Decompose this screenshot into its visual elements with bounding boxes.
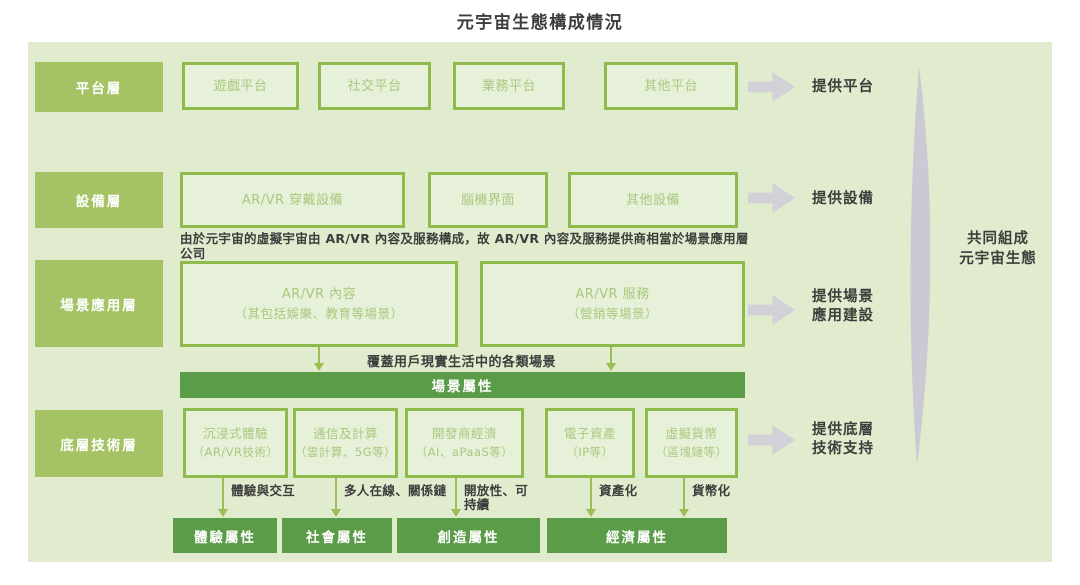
digital-asset-subtitle: （IP等） bbox=[566, 445, 614, 459]
digital-asset-box: 電子資產 （IP等） bbox=[545, 408, 635, 478]
down-connector-line bbox=[455, 478, 457, 509]
down-connector-line bbox=[683, 478, 685, 509]
connector-label-social: 多人在線、關係鏈 bbox=[344, 483, 447, 498]
arvr-content-subtitle: （其包括娛樂、教育等場景） bbox=[234, 306, 404, 321]
down-arrow-icon bbox=[331, 509, 341, 517]
immersive-experience-box: 沉浸式體驗 （AR/VR技術） bbox=[183, 408, 288, 478]
down-arrow-icon bbox=[606, 363, 616, 371]
platform-result-text: 提供平台 bbox=[812, 79, 874, 95]
platform-layer-label: 平台層 bbox=[35, 62, 163, 112]
developer-economy-subtitle: （AI、aPaaS等） bbox=[415, 445, 514, 459]
tech-layer-label: 底層技術層 bbox=[35, 410, 163, 477]
virtual-currency-title: 虛擬貨幣 bbox=[665, 426, 718, 441]
communication-computing-title: 通信及計算 bbox=[312, 426, 378, 441]
creation-attribute-bar: 創造屬性 bbox=[397, 518, 540, 553]
scene-result-text: 提供場景 應用建設 bbox=[812, 288, 874, 326]
down-arrow-icon bbox=[679, 509, 689, 517]
down-arrow-icon bbox=[451, 509, 461, 517]
social-platform-box: 社交平台 bbox=[318, 62, 431, 110]
connector-label-assetization: 資產化 bbox=[599, 483, 638, 498]
arvr-content-box: AR/VR 內容 （其包括娛樂、教育等場景） bbox=[180, 261, 458, 347]
virtual-currency-subtitle: （區塊鏈等） bbox=[655, 445, 728, 459]
economic-attribute-bar: 經濟屬性 bbox=[547, 518, 727, 553]
right-summary-line2: 元宇宙生態 bbox=[959, 251, 1037, 267]
arvr-service-title: AR/VR 服務 bbox=[575, 287, 650, 302]
right-summary-line1: 共同組成 bbox=[967, 231, 1029, 247]
arvr-note-line2: 公司 bbox=[180, 246, 206, 261]
arvr-service-box: AR/VR 服務 （營銷等場景） bbox=[480, 261, 745, 347]
down-connector-line bbox=[610, 347, 612, 363]
business-platform-box: 業務平台 bbox=[453, 62, 565, 110]
tech-result-line1: 提供底層 bbox=[812, 422, 874, 438]
developer-economy-box: 開發商經濟 （AI、aPaaS等） bbox=[405, 408, 524, 478]
other-device-box: 其他設備 bbox=[568, 172, 738, 228]
other-platform-box: 其他平台 bbox=[604, 62, 738, 110]
communication-computing-subtitle: （雲計算、5G等） bbox=[294, 445, 397, 459]
connector-label-monetization: 貨幣化 bbox=[692, 483, 731, 498]
coverage-note: 覆蓋用戶現實生活中的各類場景 bbox=[367, 355, 557, 370]
game-platform-box: 遊戲平台 bbox=[182, 62, 299, 110]
down-connector-line bbox=[222, 478, 224, 509]
social-attribute-bar: 社會屬性 bbox=[282, 518, 392, 553]
arvr-note: 由於元宇宙的虛擬宇宙由 AR/VR 內容及服務構成，故 AR/VR 內容及服務提… bbox=[180, 231, 760, 261]
digital-asset-title: 電子資產 bbox=[563, 426, 616, 441]
immersive-experience-title: 沉浸式體驗 bbox=[202, 426, 268, 441]
scene-result-line1: 提供場景 bbox=[812, 289, 874, 305]
diagram-title: 元宇宙生態構成情況 bbox=[456, 13, 624, 33]
down-connector-line bbox=[318, 347, 320, 363]
arvr-content-title: AR/VR 內容 bbox=[281, 287, 357, 302]
connector-label-openness: 開放性、可持續 bbox=[464, 483, 529, 512]
down-arrow-icon bbox=[218, 509, 228, 517]
down-connector-line bbox=[590, 478, 592, 509]
scene-result-line2: 應用建設 bbox=[812, 308, 874, 324]
device-layer-label: 設備層 bbox=[35, 172, 163, 228]
down-arrow-icon bbox=[586, 509, 596, 517]
brain-computer-interface-box: 腦機界面 bbox=[428, 172, 548, 228]
connector-label-experience: 體驗與交互 bbox=[231, 483, 296, 498]
device-result-text: 提供設備 bbox=[812, 191, 874, 207]
arvr-wearable-box: AR/VR 穿戴設備 bbox=[180, 172, 405, 228]
communication-computing-box: 通信及計算 （雲計算、5G等） bbox=[293, 408, 398, 478]
arvr-service-subtitle: （營銷等場景） bbox=[566, 306, 658, 321]
tech-result-line2: 技術支持 bbox=[812, 441, 874, 457]
virtual-currency-box: 虛擬貨幣 （區塊鏈等） bbox=[645, 408, 738, 478]
scene-attribute-bar: 場景屬性 bbox=[180, 372, 745, 398]
down-connector-line bbox=[335, 478, 337, 509]
arvr-note-line1: 由於元宇宙的虛擬宇宙由 AR/VR 內容及服務構成，故 AR/VR 內容及服務提… bbox=[180, 231, 749, 246]
tech-result-text: 提供底層 技術支持 bbox=[812, 421, 874, 459]
scene-layer-label: 場景應用層 bbox=[35, 260, 163, 347]
immersive-experience-subtitle: （AR/VR技術） bbox=[192, 445, 279, 459]
down-arrow-icon bbox=[314, 363, 324, 371]
developer-economy-title: 開發商經濟 bbox=[431, 426, 497, 441]
experience-attribute-bar: 體驗屬性 bbox=[173, 518, 277, 553]
right-summary: 共同組成 元宇宙生態 bbox=[938, 229, 1058, 269]
